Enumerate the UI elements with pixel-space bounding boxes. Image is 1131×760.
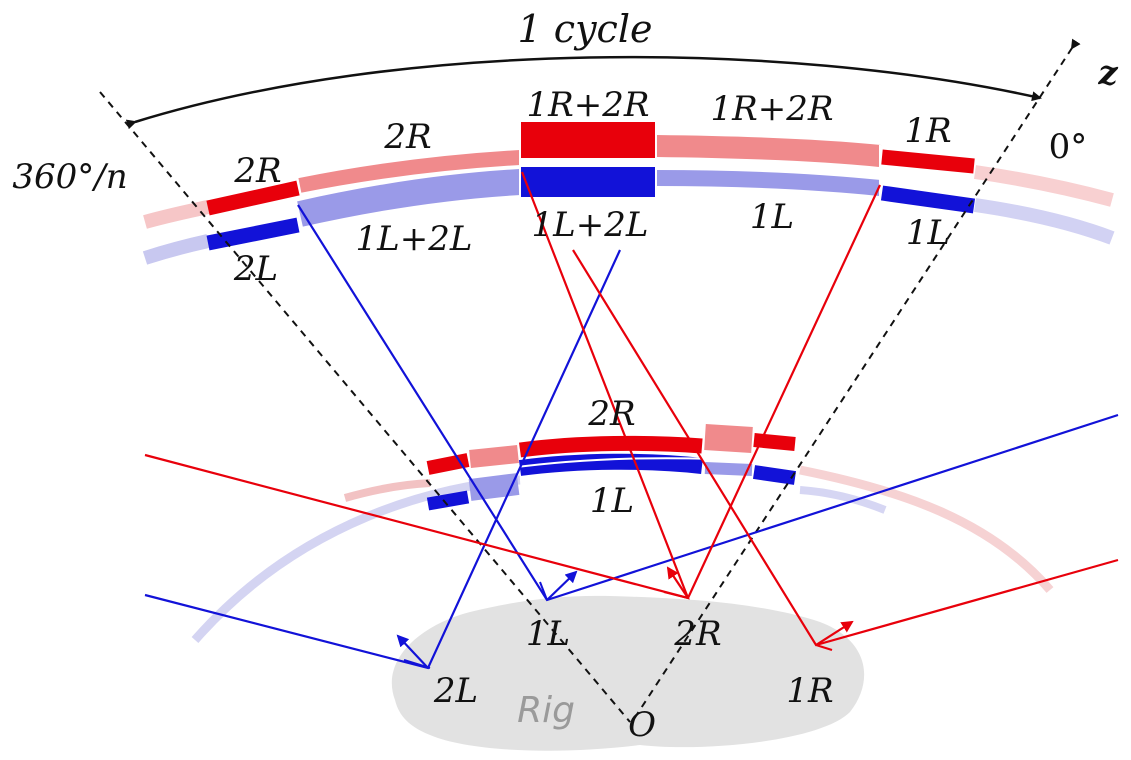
outer-top-label-4: 1R xyxy=(904,111,951,151)
outer-arc-right-ghost-red xyxy=(973,165,1114,207)
outer-top-label-1: 2R xyxy=(383,117,431,157)
dashed-line-zero xyxy=(631,38,1081,723)
outer-red-1R2R-light xyxy=(655,135,882,167)
inner-separator xyxy=(469,457,796,475)
outer-top-label-2: 1R+2R xyxy=(527,85,650,125)
source-label-1L: 1L xyxy=(526,614,570,654)
cycle-arrow xyxy=(125,55,1042,130)
z-axis-label: z xyxy=(1097,53,1118,93)
outer-bottom-label-2: 1L+2L xyxy=(532,205,649,245)
outer-bottom-label-1: 1L+2L xyxy=(356,219,473,259)
origin-label: O xyxy=(628,705,656,745)
source-label-1R: 1R xyxy=(786,671,833,711)
inner-blue-left xyxy=(426,490,470,511)
inner-red-2R-main xyxy=(519,435,703,458)
rig-shape xyxy=(391,595,865,751)
cycle-label: 1 cycle xyxy=(518,7,653,51)
outer-red-2R-strong xyxy=(206,180,300,216)
inner-blue-1L-main xyxy=(518,453,703,476)
source-label-2R: 2R xyxy=(673,614,721,654)
outer-arc-left-ghost-blue xyxy=(142,234,210,265)
outer-bottom-label-4: 1L xyxy=(906,213,950,253)
angle-full-label: 360°/n xyxy=(12,157,127,197)
inner-red-2R-left xyxy=(426,453,470,475)
outer-top-label-0: 2R xyxy=(233,151,281,191)
source-label-2L: 2L xyxy=(433,671,478,711)
outer-blue-2L-strong xyxy=(206,217,300,251)
ghost-arc-left-faint xyxy=(343,479,431,502)
outer-blue-1L-light xyxy=(655,170,881,196)
outer-top-label-3: 1R+2R xyxy=(711,89,834,129)
inner-red-light-right xyxy=(704,424,753,453)
inner-top-label: 2R xyxy=(587,394,635,434)
ghost-arc-inner-right xyxy=(799,465,1054,593)
outer-blue-1L-strong xyxy=(880,185,976,214)
normal-arrow-1L xyxy=(539,570,578,601)
normal-arrow-1R xyxy=(815,620,854,651)
outer-red-1R-strong xyxy=(881,149,975,174)
normal-arrow-2R xyxy=(663,566,689,599)
angle-zero-label: 0° xyxy=(1049,127,1088,167)
outer-red-2R-light xyxy=(298,150,521,194)
inner-blue-light-right xyxy=(704,462,753,476)
ghost-arc-right-faint xyxy=(799,486,887,514)
outer-blue-1L2L-light xyxy=(297,169,521,227)
inner-blue-1L-right xyxy=(752,465,797,485)
red-ray-2R-up xyxy=(687,184,881,599)
outer-bottom-label-3: 1L xyxy=(750,197,794,237)
normal-arrow-2L xyxy=(396,634,431,669)
inner-red-light-left xyxy=(469,445,519,468)
outer-bottom-label-0: 2L xyxy=(233,249,278,289)
outer-arc-left-ghost-red xyxy=(143,200,210,229)
rig-label: Rig xyxy=(517,690,575,731)
inner-bottom-label: 1L xyxy=(590,481,634,521)
outer-separator-1 xyxy=(299,165,881,195)
outer-arc-right-ghost-blue xyxy=(973,198,1115,245)
